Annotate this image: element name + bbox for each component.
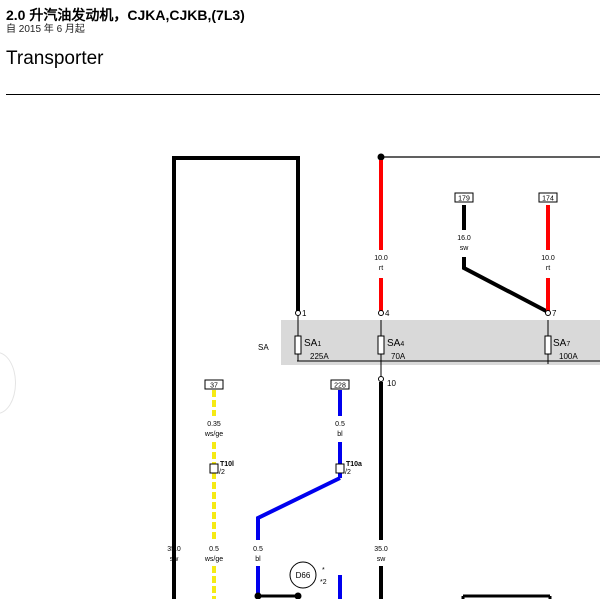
page-title: 2.0 升汽油发动机，CJKA,CJKB,(7L3) xyxy=(6,7,245,23)
wire-red-right-size: 10.0 xyxy=(541,255,555,262)
wire-blue-bottom-size: 0.5 xyxy=(253,546,263,553)
junction-bottom-right xyxy=(294,592,302,599)
component-d66-symbol xyxy=(289,561,317,589)
wire-blue-diagonal xyxy=(256,476,341,540)
connector-t10a-symbol xyxy=(335,463,345,474)
wire-black-left-size: 35.0 xyxy=(167,546,181,553)
ref-179: 179 xyxy=(458,196,470,203)
fuse-sa7-rating: 100A xyxy=(559,352,578,361)
model-name: Transporter xyxy=(6,48,104,69)
wire-black-center-size: 35.0 xyxy=(374,546,388,553)
wire-red-left-size: 10.0 xyxy=(374,255,388,262)
component-d66-label: D66 xyxy=(296,571,311,580)
ref-box-228 xyxy=(330,379,350,390)
fuse-sa4-rating: 70A xyxy=(391,352,406,361)
component-d66-star2: *2 xyxy=(320,579,327,586)
wire-yellow-bottom-size: 0.5 xyxy=(209,546,219,553)
page-subtitle: 自 2015 年 6 月起 xyxy=(6,24,85,35)
connector-t10a-pin: /2 xyxy=(345,469,351,476)
component-d66-star: * xyxy=(322,567,325,574)
fuse-sa4-symbol xyxy=(377,335,385,355)
fuse-box-label: SA xyxy=(258,343,269,352)
connector-t10l-name: T10l xyxy=(220,461,234,468)
wire-black-mid-size: 16.0 xyxy=(457,235,471,242)
ref-box-37 xyxy=(204,379,224,390)
wire-yellow-top-size: 0.35 xyxy=(207,421,221,428)
wire-black-center-color: sw xyxy=(377,556,387,563)
terminal-7-label: 7 xyxy=(552,309,557,318)
wire-red-left-color: rt xyxy=(379,265,383,272)
terminal-7 xyxy=(545,310,551,316)
top-bus-junction xyxy=(377,153,385,161)
terminal-10-label: 10 xyxy=(387,379,396,388)
terminal-1 xyxy=(295,310,301,316)
wire-blue-bottom-color: bl xyxy=(255,556,261,563)
fuse-sa7-name: SA7 xyxy=(553,338,570,349)
wire-black-left-color: sw xyxy=(170,556,180,563)
wire-blue-top-size: 0.5 xyxy=(335,421,345,428)
terminal-10 xyxy=(378,376,384,382)
connector-t10l-pin: /2 xyxy=(219,469,225,476)
terminal-1-label: 1 xyxy=(302,309,307,318)
ref-box-174 xyxy=(538,192,558,203)
connector-t10a-name: T10a xyxy=(346,461,362,468)
connector-t10l-symbol xyxy=(209,463,219,474)
wire-black-mid-color: sw xyxy=(460,245,470,252)
fuse-sa4-name: SA4 xyxy=(387,338,404,349)
terminal-4-label: 4 xyxy=(385,309,390,318)
wire-red-right-color: rt xyxy=(546,265,550,272)
junction-bottom-left xyxy=(254,592,262,599)
ref-228: 228 xyxy=(334,383,346,390)
fuse-sa1-symbol xyxy=(294,335,302,355)
wire-yellow-top-color: ws/ge xyxy=(204,431,223,438)
fuse-sa1-rating: 225A xyxy=(310,352,329,361)
fuse-sa1-name: SA1 xyxy=(304,338,321,349)
wire-black-diagonal-lower xyxy=(462,257,549,314)
header-rule xyxy=(6,94,600,95)
terminal-4 xyxy=(378,310,384,316)
wire-yellow-bottom-color: ws/ge xyxy=(204,556,223,563)
wire-blue-top-color: bl xyxy=(337,431,343,438)
ref-box-179 xyxy=(454,192,474,203)
ref-37: 37 xyxy=(210,383,218,390)
fuse-sa7-symbol xyxy=(544,335,552,355)
ref-174: 174 xyxy=(542,196,554,203)
wire-black-loop xyxy=(172,156,300,599)
document-header: 2.0 升汽油发动机，CJKA,CJKB,(7L3) 自 2015 年 6 月起… xyxy=(6,6,596,70)
